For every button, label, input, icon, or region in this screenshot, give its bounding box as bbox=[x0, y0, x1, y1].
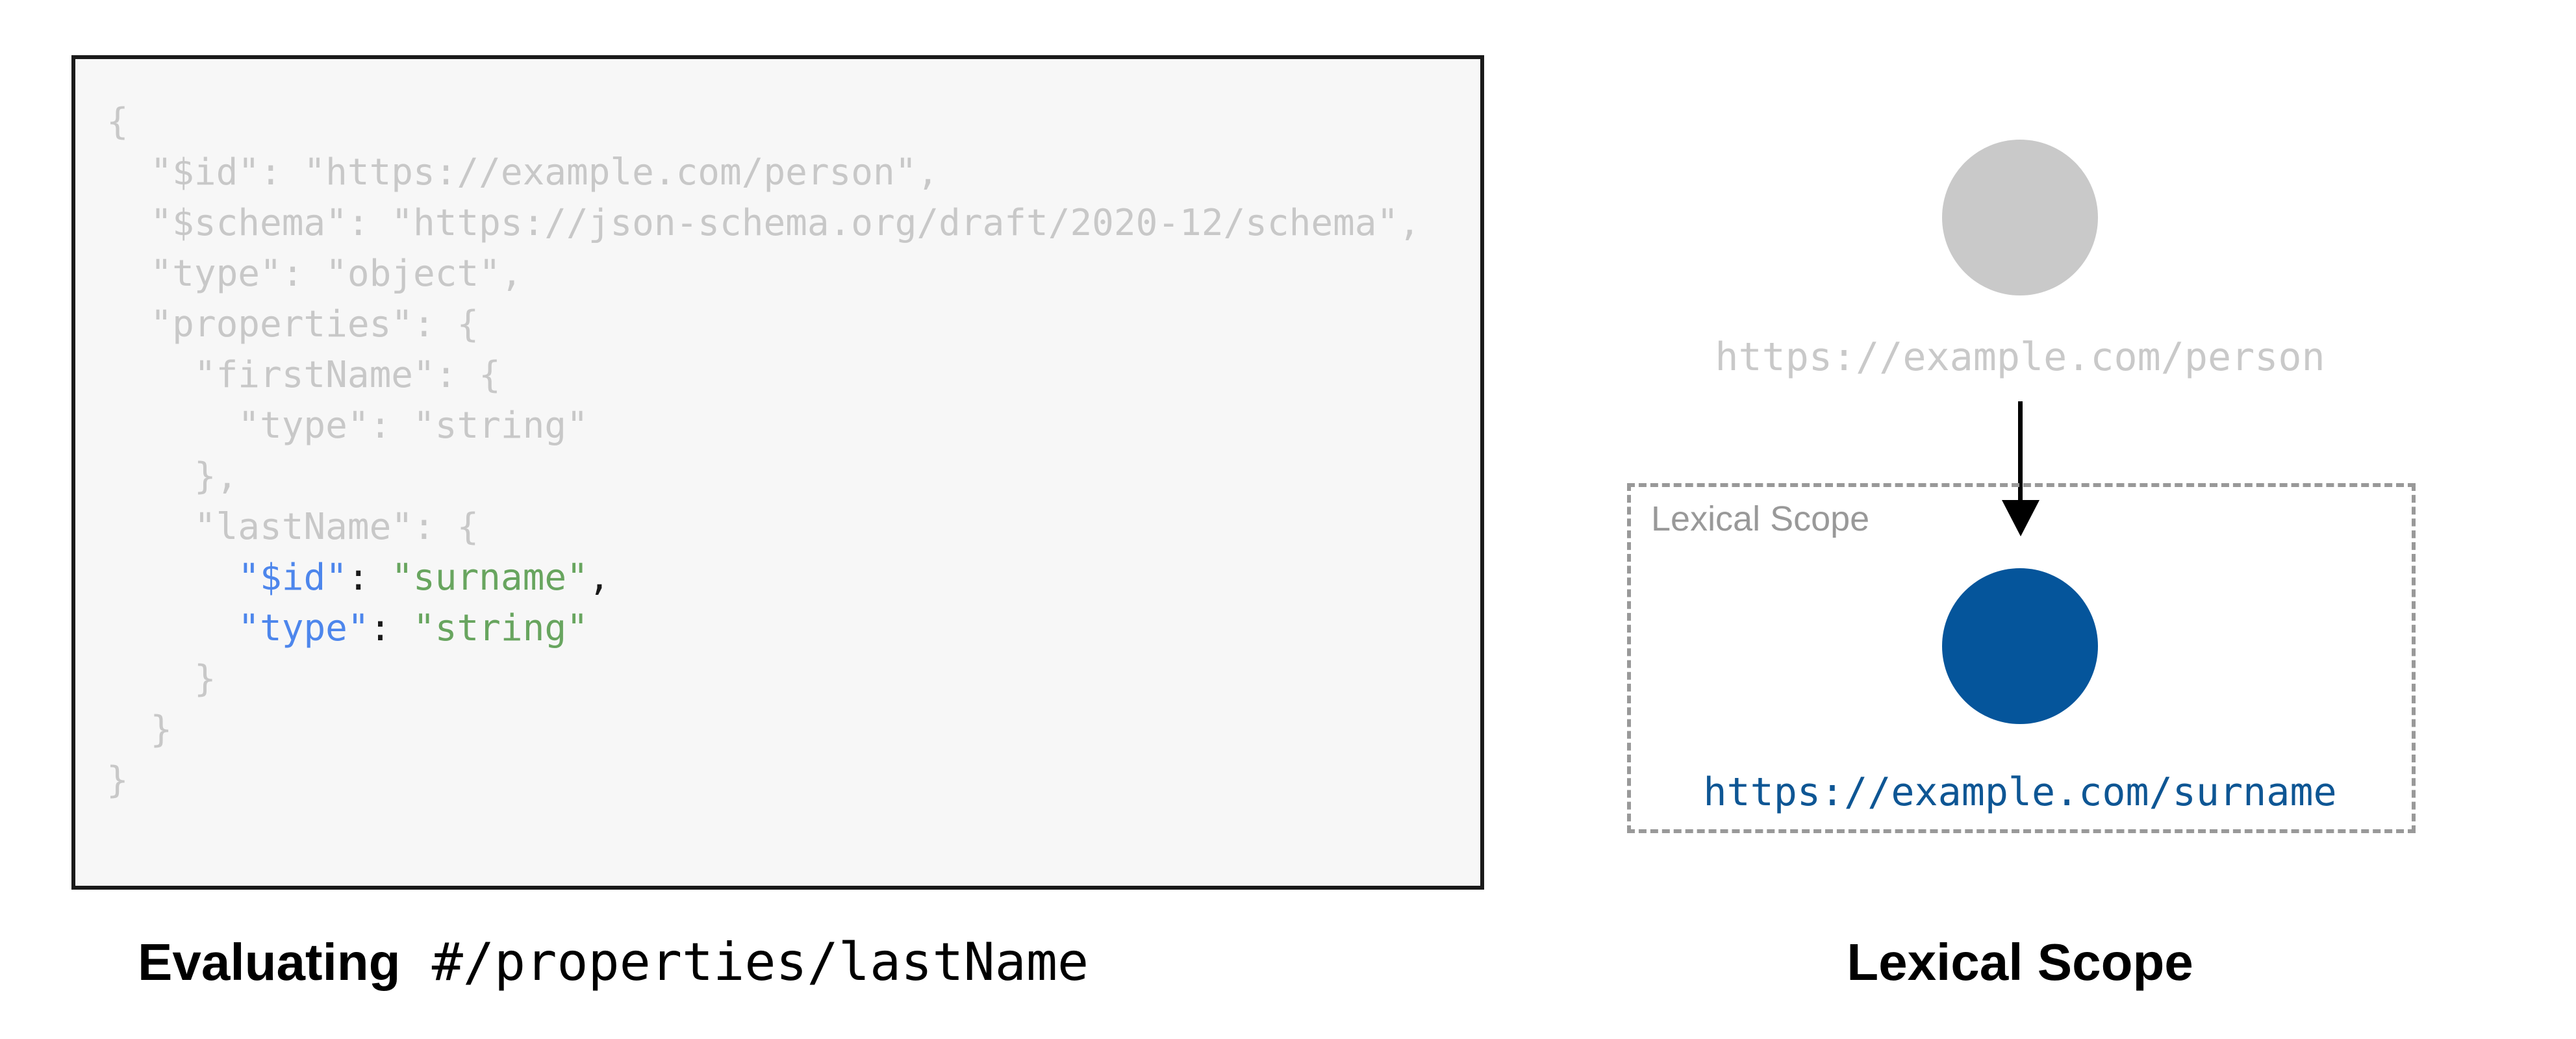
lexical-scope-box bbox=[1627, 483, 2416, 833]
code-line: "firstName": { bbox=[107, 354, 501, 396]
code-line: "$schema": "https://json-schema.org/draf… bbox=[107, 202, 1421, 244]
code-line: "type": "object", bbox=[107, 253, 523, 295]
code-line: } bbox=[107, 759, 129, 801]
code-line: "type": "string" bbox=[238, 607, 588, 649]
arrow-down-icon bbox=[2002, 500, 2039, 536]
lexical-scope-box-label: Lexical Scope bbox=[1651, 499, 1870, 538]
code-line: "type": "string" bbox=[107, 405, 588, 447]
code-line: "$id": "surname", bbox=[238, 557, 611, 599]
person-schema-node bbox=[1942, 140, 2098, 295]
reference-arrow-line bbox=[2018, 401, 2023, 503]
surname-schema-node bbox=[1942, 568, 2098, 724]
json-schema-code: { "$id": "https://example.com/person", "… bbox=[75, 59, 1480, 806]
code-line: } bbox=[107, 658, 216, 700]
code-line: "properties": { bbox=[107, 303, 479, 345]
code-line: }, bbox=[107, 455, 238, 497]
json-schema-code-panel: { "$id": "https://example.com/person", "… bbox=[71, 55, 1484, 890]
code-line: } bbox=[107, 708, 173, 751]
code-line: { bbox=[107, 101, 129, 143]
surname-schema-url: https://example.com/surname bbox=[1703, 770, 2337, 815]
left-caption-evaluating: Evaluating bbox=[138, 933, 401, 991]
right-caption: Lexical Scope bbox=[1847, 933, 2193, 991]
person-schema-url: https://example.com/person bbox=[1715, 334, 2325, 380]
code-line: "$id": "https://example.com/person", bbox=[107, 151, 939, 194]
code-line: "lastName": { bbox=[107, 506, 479, 548]
left-caption: Evaluating #/properties/lastName bbox=[138, 934, 1089, 991]
left-caption-pointer: #/properties/lastName bbox=[400, 932, 1089, 992]
